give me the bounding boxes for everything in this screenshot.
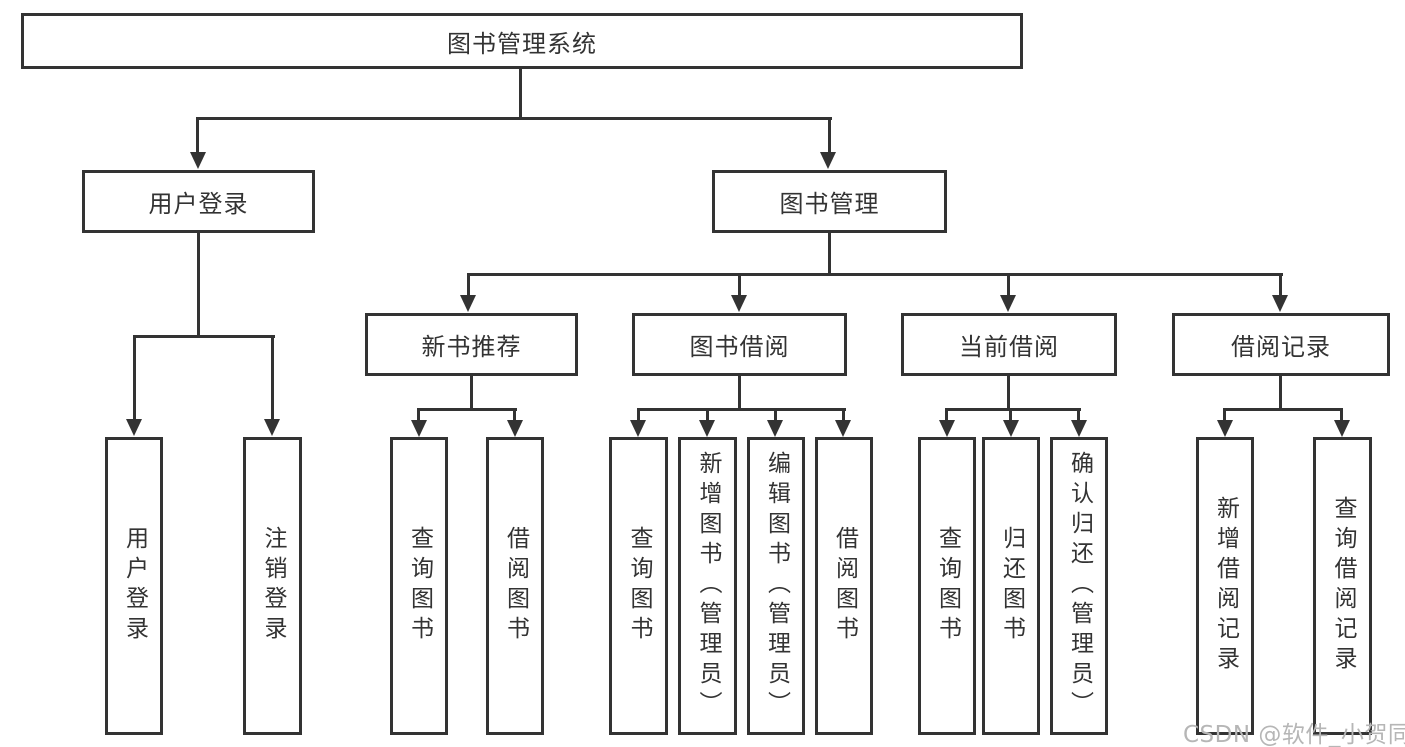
node-label: 用户登录 (148, 190, 249, 218)
arrow-down-icon (411, 420, 427, 437)
leaf-borrowing-query-books: 查询图书 (609, 437, 668, 735)
arrow-down-icon (1217, 420, 1233, 437)
node-book-management: 图书管理 (712, 170, 947, 233)
node-label: 新增图书（管理员） (695, 451, 721, 721)
connector-line (417, 408, 420, 422)
connector-line (133, 335, 136, 421)
node-label: 确认归还（管理员） (1066, 451, 1093, 721)
arrow-down-icon (630, 420, 646, 437)
arrow-down-icon (507, 420, 523, 437)
connector-line (513, 408, 516, 422)
connector-line (196, 117, 199, 154)
connector-line (1279, 376, 1282, 408)
connector-line (467, 273, 1283, 276)
leaf-current-return-books: 归还图书 (982, 437, 1040, 735)
node-label: 查询图书 (934, 526, 961, 646)
node-book-borrowing: 图书借阅 (632, 313, 847, 376)
connector-line (738, 376, 741, 408)
leaf-logout: 注销登录 (243, 437, 302, 735)
leaf-recommend-borrow-books: 借阅图书 (486, 437, 544, 735)
node-label: 借阅图书 (502, 526, 529, 646)
leaf-recommend-query-books: 查询图书 (390, 437, 448, 735)
csdn-watermark: CSDN @软件_小贺同学 (1183, 722, 1405, 747)
leaf-borrowing-add-books-admin: 新增图书（管理员） (678, 437, 737, 735)
connector-line (470, 376, 473, 408)
connector-line (133, 335, 275, 338)
connector-line (1007, 273, 1010, 296)
leaf-current-query-books: 查询图书 (918, 437, 976, 735)
connector-line (945, 408, 1081, 411)
leaf-borrowing-borrow-books: 借阅图书 (815, 437, 873, 735)
arrow-down-icon (699, 420, 715, 437)
node-label: 图书管理 (779, 190, 880, 218)
connector-line (519, 69, 522, 117)
arrow-down-icon (1003, 420, 1019, 437)
node-label: 借阅记录 (1231, 333, 1331, 361)
leaf-current-confirm-return-admin: 确认归还（管理员） (1050, 437, 1108, 735)
arrow-down-icon (1071, 420, 1087, 437)
node-label: 新增借阅记录 (1212, 496, 1239, 676)
connector-line (1223, 408, 1226, 422)
connector-line (196, 117, 832, 120)
connector-line (706, 408, 709, 422)
connector-line (637, 408, 846, 411)
connector-line (1009, 408, 1012, 422)
arrow-down-icon (264, 419, 280, 436)
arrow-down-icon (190, 152, 206, 169)
arrow-down-icon (820, 152, 836, 169)
node-label: 借阅图书 (831, 526, 858, 646)
node-current-borrowing: 当前借阅 (901, 313, 1117, 376)
connector-line (1007, 376, 1010, 408)
connector-line (828, 117, 831, 154)
arrow-down-icon (460, 295, 476, 312)
leaf-borrowing-edit-books-admin: 编辑图书（管理员） (747, 437, 805, 735)
connector-line (1223, 408, 1343, 411)
node-label: 图书管理系统 (447, 29, 597, 58)
arrow-down-icon (767, 420, 783, 437)
arrow-down-icon (939, 420, 955, 437)
connector-line (945, 408, 948, 422)
leaf-records-add-record: 新增借阅记录 (1196, 437, 1254, 735)
node-label: 查询图书 (626, 526, 652, 646)
node-label: 注销登录 (260, 526, 286, 646)
node-label: 图书借阅 (689, 333, 790, 361)
node-label: 新书推荐 (421, 333, 522, 361)
connector-line (1340, 408, 1343, 422)
node-label: 归还图书 (998, 526, 1025, 646)
arrow-down-icon (731, 295, 747, 312)
connector-line (271, 335, 274, 421)
node-label: 查询借阅记录 (1330, 496, 1356, 676)
connector-line (417, 408, 517, 411)
connector-line (828, 233, 831, 273)
leaf-records-query-record: 查询借阅记录 (1313, 437, 1372, 735)
node-new-book-recommendation: 新书推荐 (365, 313, 578, 376)
connector-line (467, 273, 470, 296)
arrow-down-icon (1000, 295, 1016, 312)
node-label: 编辑图书（管理员） (763, 451, 790, 721)
connector-line (1077, 408, 1080, 422)
node-label: 当前借阅 (959, 333, 1059, 361)
leaf-user-login: 用户登录 (105, 437, 163, 735)
connector-line (1279, 273, 1282, 296)
connector-line (197, 233, 200, 335)
connector-line (842, 408, 845, 422)
arrow-down-icon (1272, 295, 1288, 312)
arrow-down-icon (835, 420, 851, 437)
node-user-login: 用户登录 (82, 170, 315, 233)
node-label: 查询图书 (406, 526, 433, 646)
arrow-down-icon (1334, 420, 1350, 437)
node-library-management-system: 图书管理系统 (21, 13, 1023, 69)
connector-line (738, 273, 741, 296)
arrow-down-icon (126, 419, 142, 436)
connector-line (637, 408, 640, 422)
connector-line (774, 408, 777, 422)
node-borrowing-records: 借阅记录 (1172, 313, 1390, 376)
node-label: 用户登录 (121, 526, 148, 646)
